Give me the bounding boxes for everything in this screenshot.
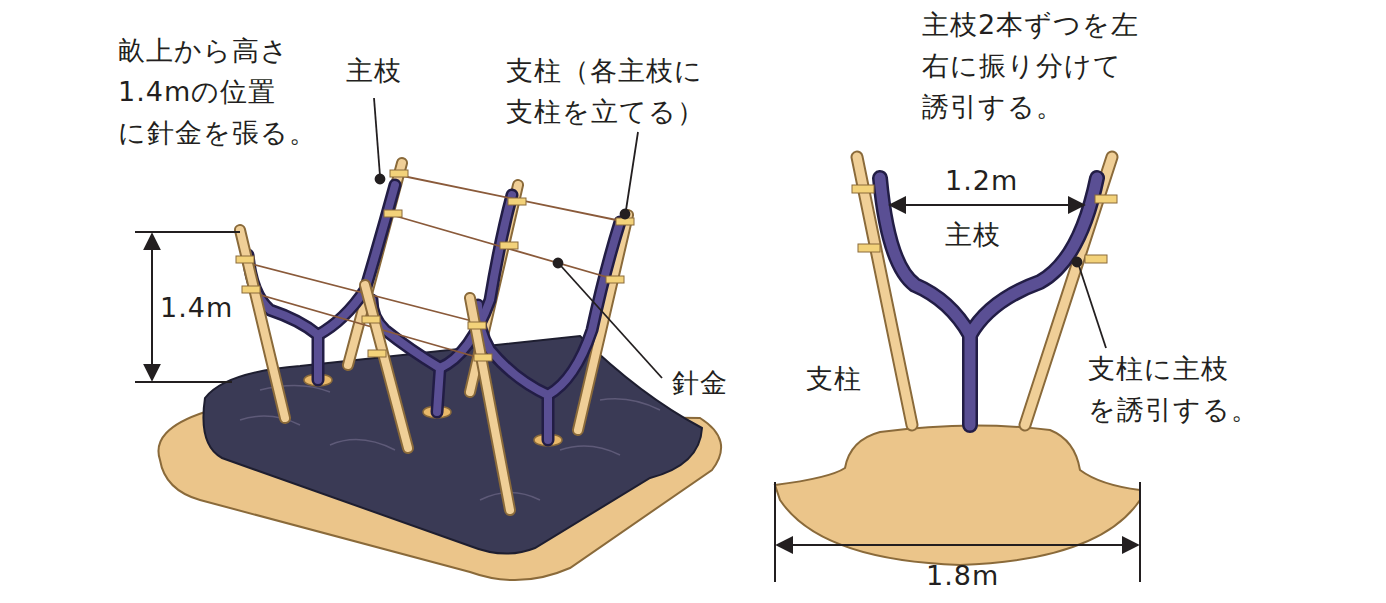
tie [236,170,634,361]
mulch-texture [240,385,660,500]
part-label: 支柱（各主枝に 支柱を立てる） [506,50,705,132]
instruction-note: 畝上から高さ 1.4mの位置 に針金を張る。 [118,30,317,153]
dimension-label: 1.2m [945,160,1018,201]
main-branch [880,178,1097,425]
part-label: 針金 [672,362,728,403]
instruction-note: 主枝2本ずつを左 右に振り分けて 誘引する。 [922,4,1139,127]
wire [244,175,626,358]
instruction-note: 支柱に主枝 を誘引する。 [1088,348,1259,430]
dimension-line [775,205,1140,582]
support-post [857,157,1112,425]
dimension-label: 1.8m [926,555,999,596]
dimension-line [135,232,240,382]
support-post [240,230,510,510]
leader-line [1073,258,1107,349]
part-label: 主枝 [945,214,1001,255]
part-label: 支柱 [806,358,862,399]
main-branch [248,185,620,440]
leader-line [374,98,662,378]
dimension-label: 1.4m [160,287,233,328]
ridge-soil [775,425,1140,565]
tie [852,185,1117,263]
part-label: 主枝 [346,50,402,91]
